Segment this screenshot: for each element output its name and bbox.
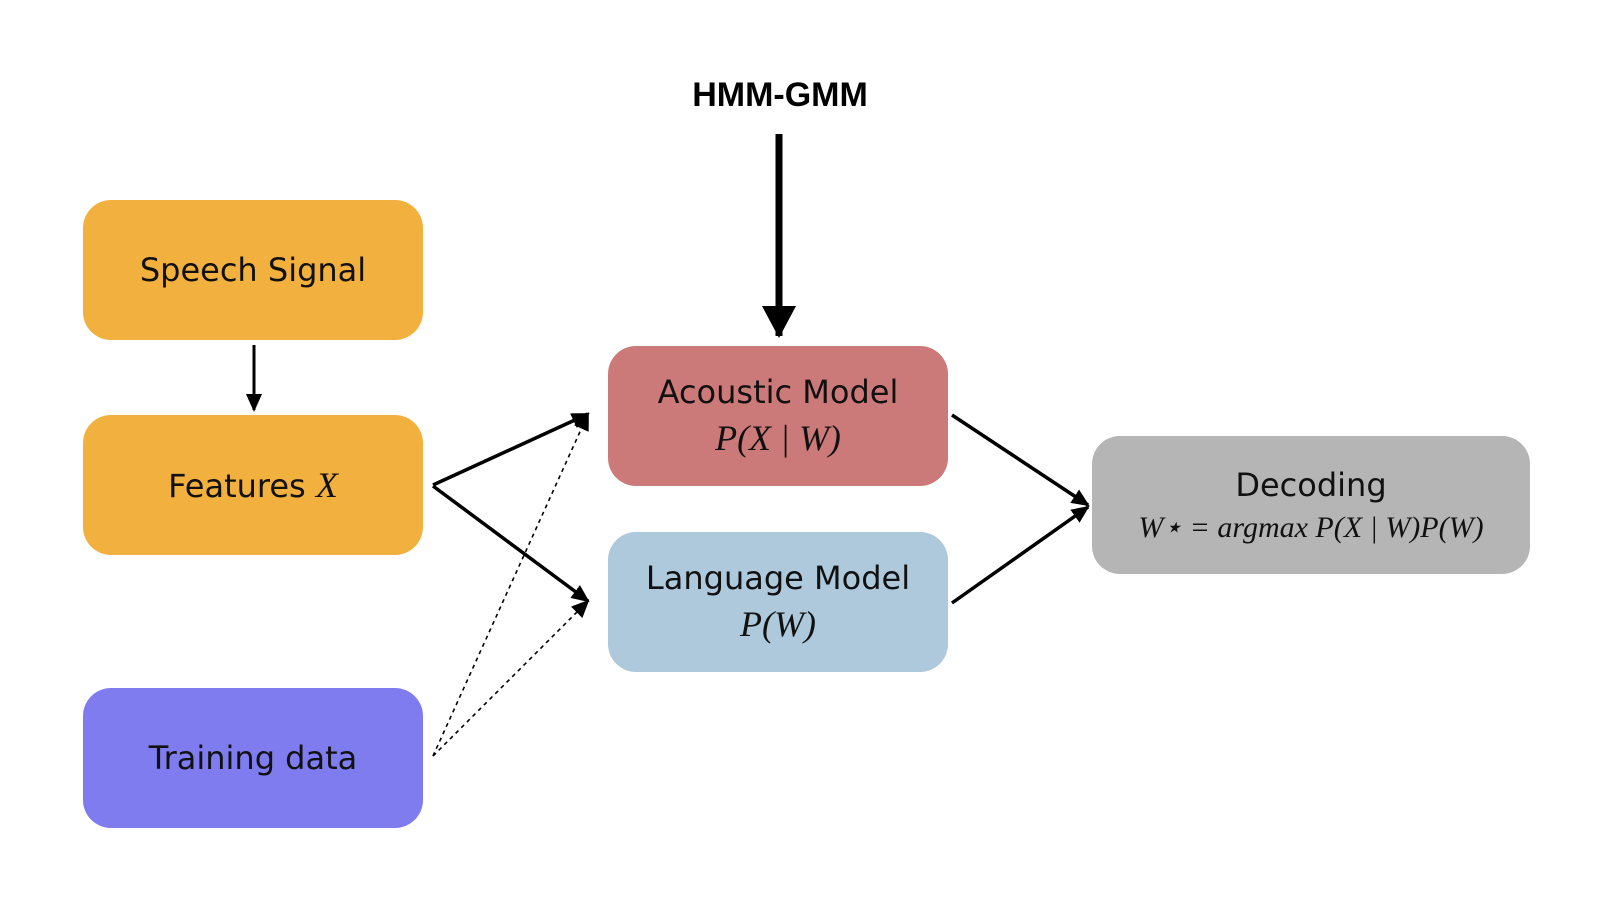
training-data-label: Training data: [148, 739, 358, 777]
training-data-node: Training data: [83, 688, 423, 828]
features-node: Features X: [83, 415, 423, 555]
speech-signal-label: Speech Signal: [139, 251, 367, 289]
hmm-gmm-label: HMM-GMM: [692, 76, 868, 114]
acoustic-model-node: Acoustic Model P(X | W): [608, 346, 948, 486]
edge-training-to-language: [432, 599, 590, 757]
edge-language-to-decoding: [950, 505, 1090, 605]
decoding-label: Decoding: [1235, 465, 1387, 504]
features-math: X: [315, 465, 338, 505]
edge-features-to-acoustic: [432, 412, 590, 487]
language-model-node: Language Model P(W): [608, 532, 948, 672]
acoustic-model-formula: P(X | W): [715, 418, 841, 458]
language-model-formula: P(W): [740, 604, 816, 644]
edge-features-to-language: [431, 484, 590, 603]
decoding-formula: W⋆ = argmax P(X | W)P(W): [1138, 510, 1484, 544]
features-text: Features X: [168, 464, 338, 506]
decoding-node: Decoding W⋆ = argmax P(X | W)P(W): [1092, 436, 1530, 574]
speech-signal-node: Speech Signal: [83, 200, 423, 340]
features-label: Features: [168, 467, 316, 505]
edge-training-to-acoustic: [432, 412, 589, 757]
acoustic-model-label: Acoustic Model: [657, 373, 899, 411]
edge-acoustic-to-decoding: [951, 413, 1090, 507]
language-model-label: Language Model: [645, 559, 911, 597]
